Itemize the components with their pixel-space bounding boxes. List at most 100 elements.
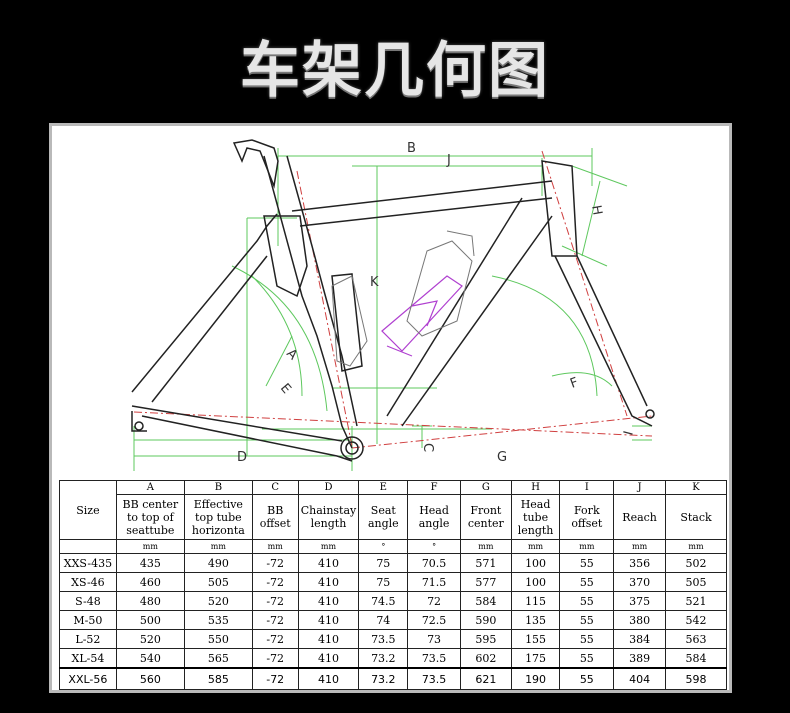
value-cell: 535 [183,610,253,630]
unit-cell: mm [559,539,615,554]
column-name-line: length [517,523,554,537]
value-cell: 115 [510,591,561,611]
value-cell: 72.5 [407,610,461,630]
value-cell: 560 [115,667,185,690]
unit-cell: mm [115,539,185,554]
value-cell: 621 [459,667,512,690]
dim-label-c: C [420,443,435,452]
water-bottle [331,230,475,367]
unit-cell: mm [664,539,728,554]
column-name-line: angle [418,517,450,530]
value-cell: -72 [251,610,299,630]
value-cell: 410 [297,610,360,630]
column-name-line: Head [419,504,449,517]
value-cell: 55 [559,610,615,630]
value-cell: 55 [559,629,615,649]
value-cell: 73.5 [407,648,461,669]
size-header-cell: Size [59,480,117,540]
column-name-line: Front [470,504,502,517]
value-cell: 75 [358,572,409,592]
value-cell: 410 [297,572,360,592]
column-name-cell: Reach [613,494,666,540]
size-cell: XL-54 [59,648,117,669]
value-cell: 571 [459,553,512,573]
column-name-line: tube [523,510,549,524]
size-cell: XXL-56 [59,667,117,690]
value-cell: 100 [510,572,561,592]
column-name-line: top tube [195,510,242,524]
column-name-line: to top of [126,510,174,524]
value-cell: 520 [183,591,253,611]
value-cell: 584 [664,648,728,669]
column-name-line: offset [259,517,291,530]
value-cell: 490 [183,553,253,573]
size-cell: XS-46 [59,572,117,592]
value-cell: 370 [613,572,666,592]
unit-cell: mm [183,539,253,554]
value-cell: 520 [115,629,185,649]
value-cell: 155 [510,629,561,649]
dim-label-e: E [277,381,294,397]
column-name-line: BB [267,504,284,517]
value-cell: 72 [407,591,461,611]
column-letter-cell: K [664,480,728,495]
column-name-line: Reach [622,510,657,524]
size-cell: S-48 [59,591,117,611]
value-cell: 577 [459,572,512,592]
value-cell: 540 [115,648,185,669]
unit-cell: mm [459,539,512,554]
value-cell: -72 [251,553,299,573]
value-cell: 175 [510,648,561,669]
value-cell: -72 [251,667,299,690]
value-cell: 375 [613,591,666,611]
page-title: 车架几何图 [240,36,550,106]
value-cell: 70.5 [407,553,461,573]
column-name-line: horizonta [191,523,245,537]
column-letter-cell: D [297,480,360,495]
value-cell: 598 [664,667,728,690]
value-cell: 505 [183,572,253,592]
dim-label-d: D [237,450,247,465]
value-cell: 502 [664,553,728,573]
dim-label-b: B [407,141,416,156]
value-cell: 563 [664,629,728,649]
unit-cell [59,539,117,554]
value-cell: -72 [251,572,299,592]
unit-cell: mm [613,539,666,554]
value-cell: 55 [559,553,615,573]
value-cell: 435 [115,553,185,573]
dim-label-i: I [621,429,636,437]
value-cell: 500 [115,610,185,630]
column-letter-cell: B [183,480,253,495]
value-cell: 505 [664,572,728,592]
unit-cell: mm [297,539,360,554]
column-name-line: length [310,517,347,530]
size-cell: L-52 [59,629,117,649]
unit-cell: mm [510,539,561,554]
value-cell: 410 [297,648,360,669]
column-letter-cell: C [251,480,299,495]
column-letter-cell: F [407,480,461,495]
value-cell: 460 [115,572,185,592]
dim-label-k: K [370,275,379,290]
size-cell: M-50 [59,610,117,630]
value-cell: 590 [459,610,512,630]
dim-label-g: G [497,450,507,465]
value-cell: 73.5 [407,667,461,690]
value-cell: -72 [251,648,299,669]
value-cell: 565 [183,648,253,669]
value-cell: 73 [407,629,461,649]
value-cell: 602 [459,648,512,669]
value-cell: 55 [559,591,615,611]
frame-geometry-drawing: B J H K A E F C I D G [131,139,655,471]
value-cell: 74 [358,610,409,630]
value-cell: -72 [251,629,299,649]
